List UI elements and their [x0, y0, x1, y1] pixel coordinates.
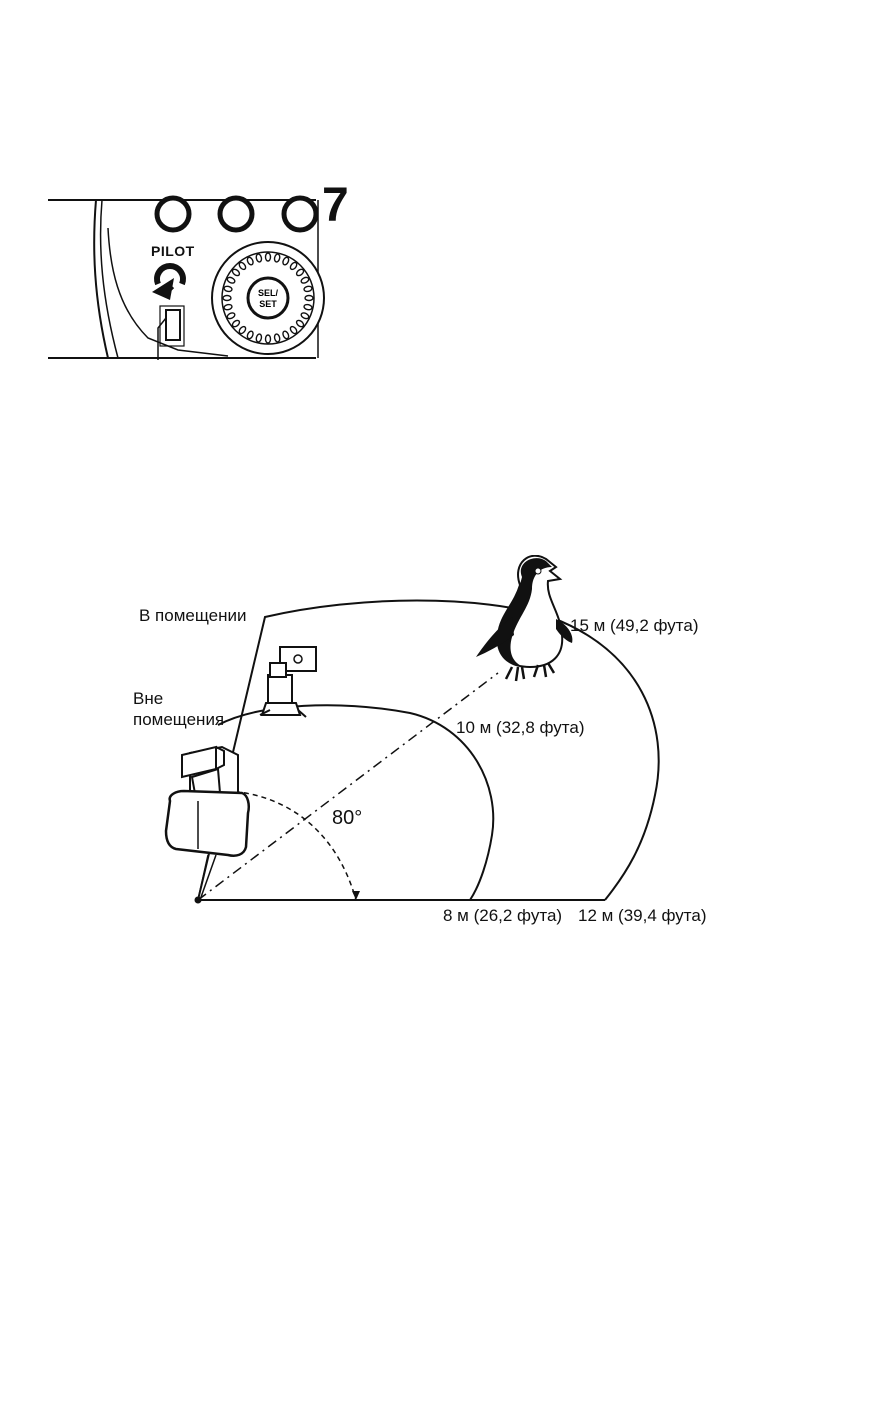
range-label-inner-arc: 10 м (32,8 фута) — [456, 718, 585, 738]
dial-ridge — [305, 296, 313, 301]
label-angle: 80° — [332, 808, 362, 828]
range-label-inner-base: 8 м (26,2 фута) — [443, 906, 562, 926]
control-dial: SEL/ SET — [212, 242, 324, 354]
dial-ridge — [266, 253, 271, 261]
indoor-range-boundary — [198, 601, 659, 901]
outdoor-range-boundary — [218, 705, 493, 900]
pilot-rotate-icon — [152, 266, 183, 300]
step-number: 7 — [322, 182, 349, 230]
dial-ridge — [223, 296, 231, 301]
round-button-3 — [284, 198, 316, 230]
round-button-2 — [220, 198, 252, 230]
label-outdoors: Вне помещения — [133, 688, 243, 730]
sel-label-2: SET — [259, 299, 277, 309]
master-flash-camera-icon — [166, 747, 249, 904]
penguin-icon — [476, 556, 572, 681]
camera-panel-illustration: SEL/ SET — [48, 188, 368, 368]
range-label-outer-base: 12 м (39,4 фута) — [578, 906, 707, 926]
label-indoors: В помещении — [139, 606, 247, 626]
round-button-1 — [157, 198, 189, 230]
dial-ridge — [266, 335, 271, 343]
sel-label-1: SEL/ — [258, 288, 279, 298]
pilot-button-label: PILOT — [151, 243, 195, 259]
range-label-outer-arc: 15 м (49,2 фута) — [570, 616, 699, 636]
